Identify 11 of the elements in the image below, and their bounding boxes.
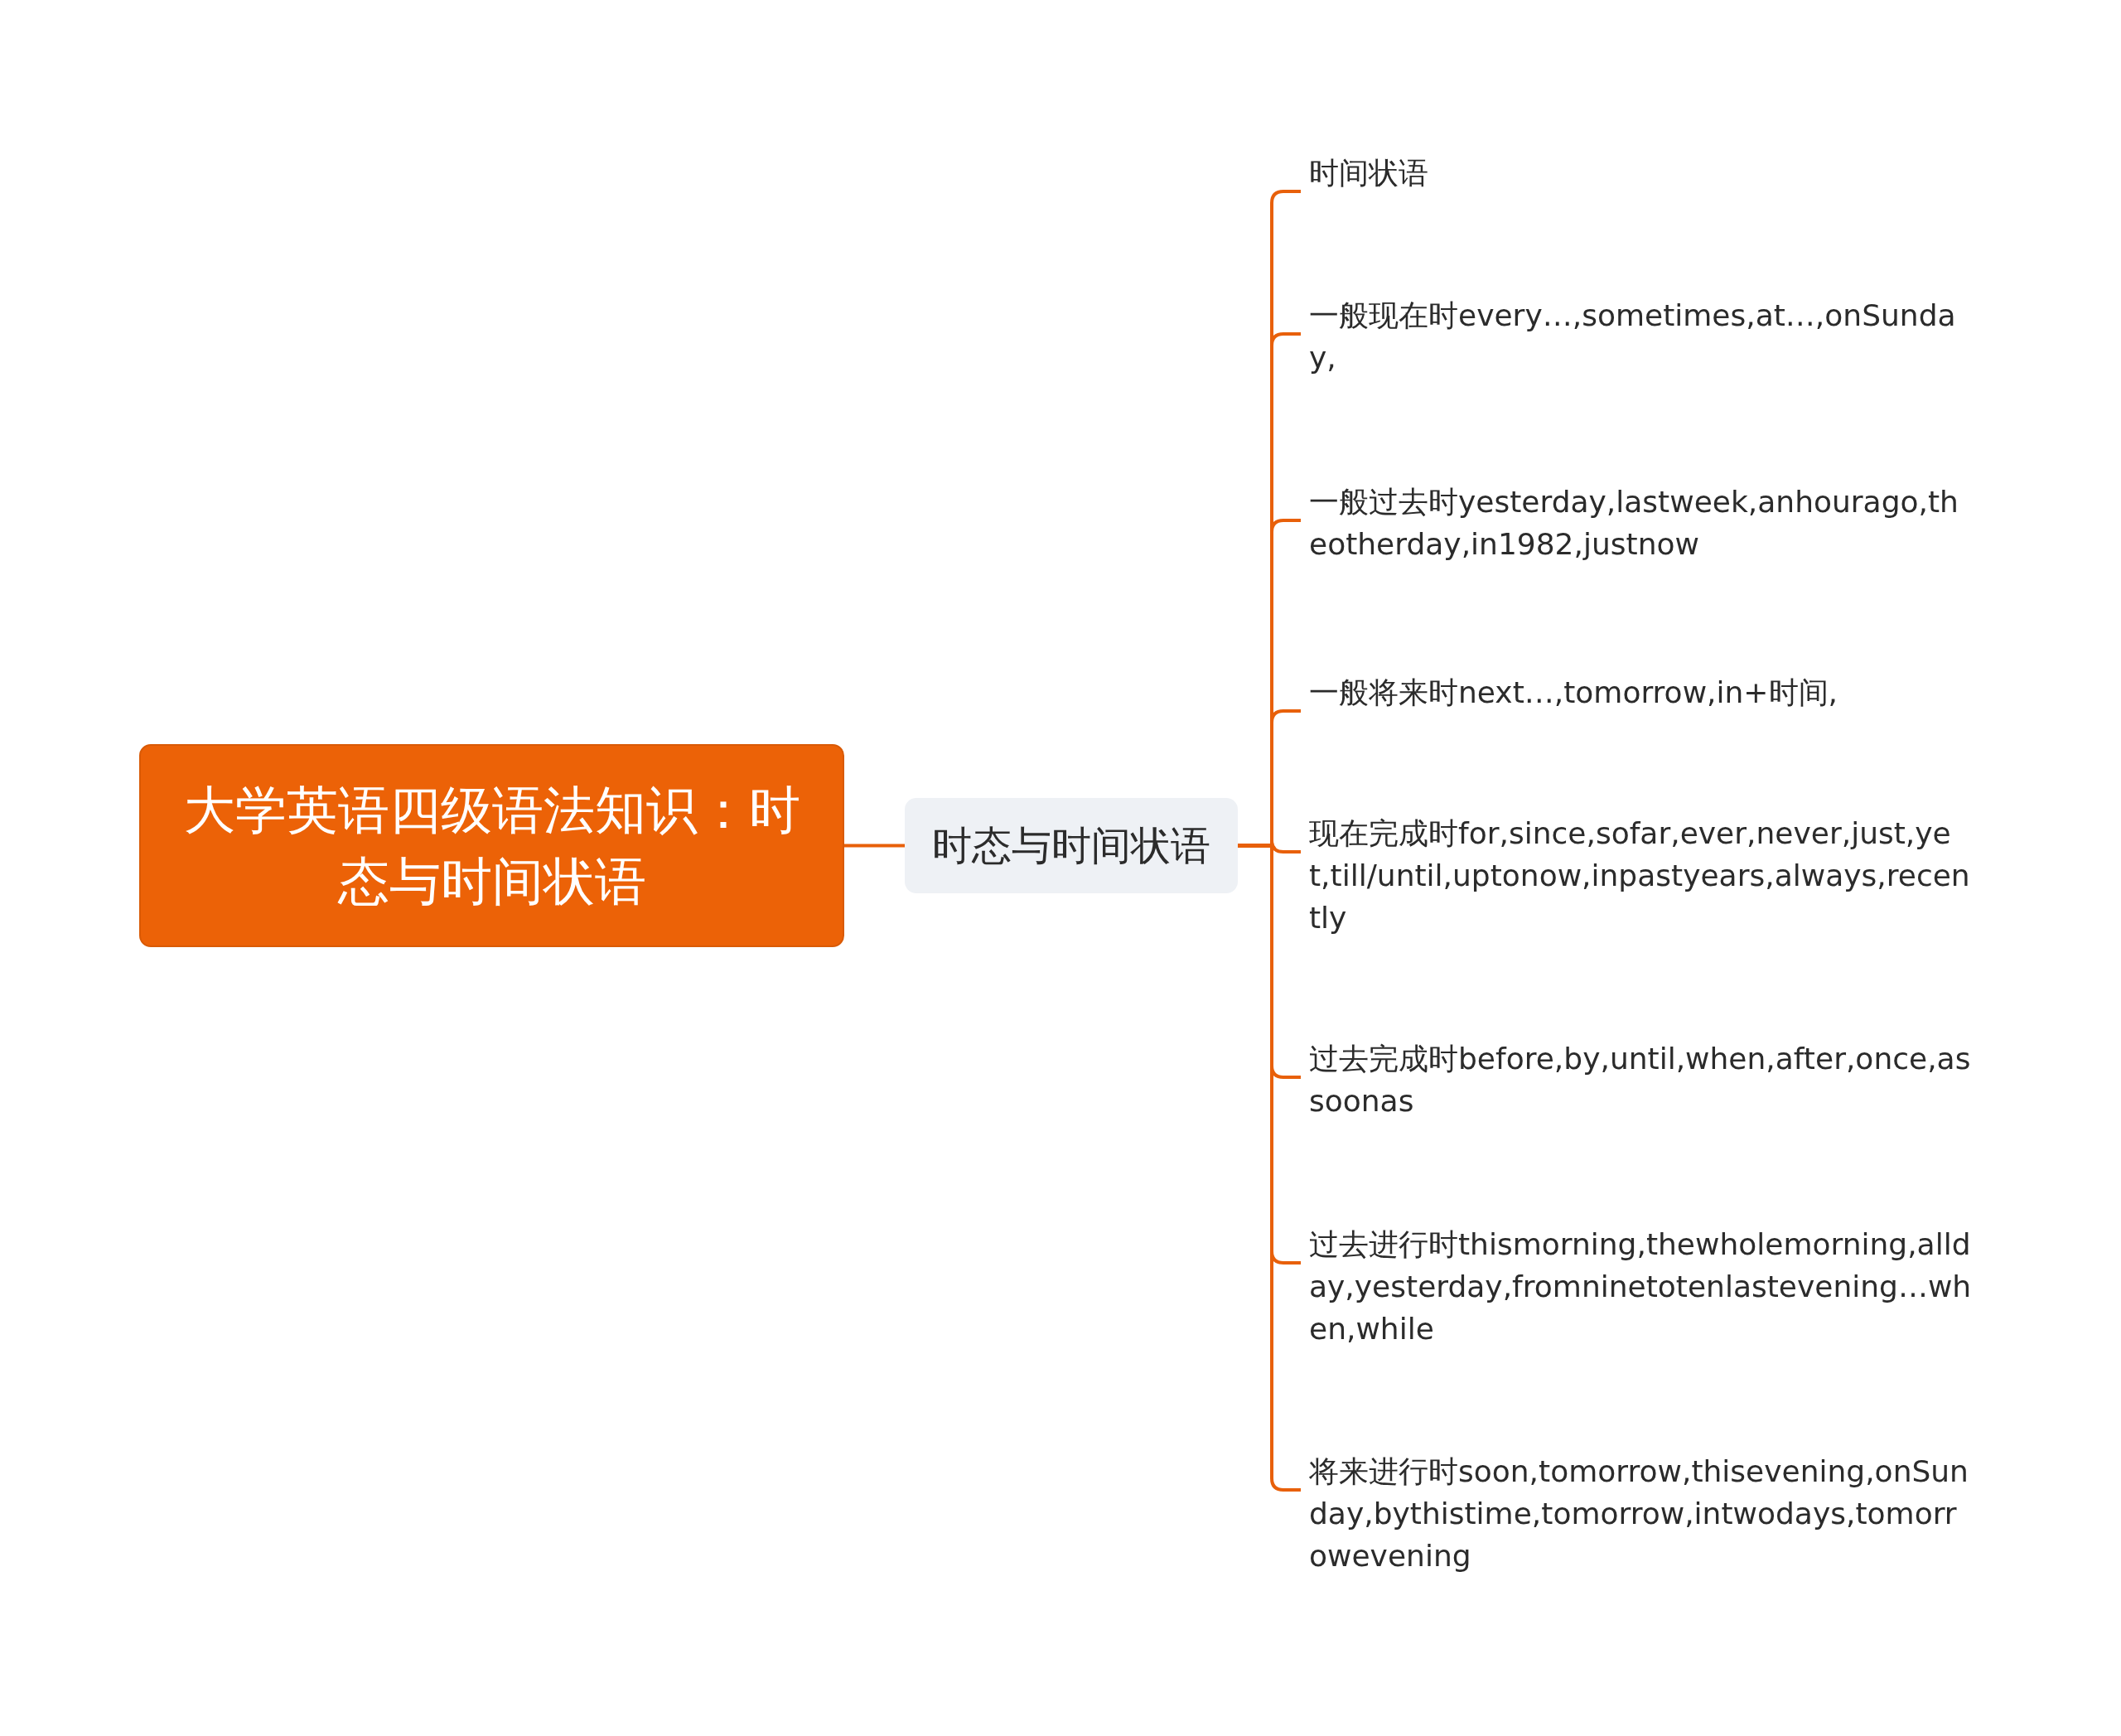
topic-box: 时态与时间状语 [905, 798, 1238, 893]
root-topic-box: 大学英语四级语法知识：时态与时间状语 [139, 744, 844, 947]
leaf-text: 一般过去时yesterday,lastweek,anhourago,theotherday,in1982,justnow [1309, 481, 1972, 565]
leaf-text: 一般将来时next…,tomorrow,in+时间, [1309, 671, 1972, 713]
leaf-text: 过去进行时thismorning,thewholemorning,allday,yesterday,fromninetotenlastevening…when,while [1309, 1223, 1972, 1350]
leaf-text: 一般现在时every…,sometimes,at…,onSunday, [1309, 294, 1972, 379]
connector-line [844, 844, 905, 848]
leaf-text: 时间状语 [1309, 152, 1972, 194]
leaf-text: 现在完成时for,since,sofar,ever,never,just,yet,till/until,uptonow,inpastyears,always,recently [1309, 812, 1972, 939]
leaf-text: 将来进行时soon,tomorrow,thisevening,onSunday,bythistime,tomorrow,intwodays,tomorrowevening [1309, 1450, 1972, 1577]
leaf-text: 过去完成时before,by,until,when,after,once,assoonas [1309, 1037, 1972, 1122]
